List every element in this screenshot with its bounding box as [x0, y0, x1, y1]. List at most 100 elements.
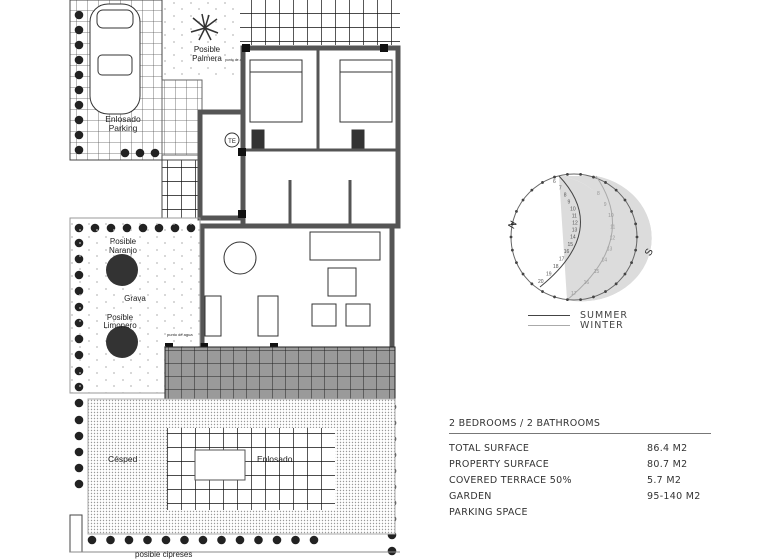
- sun-chart-dot: [579, 172, 582, 176]
- sun-chart-dot: [530, 188, 534, 192]
- sun-chart-dot: [521, 198, 525, 202]
- tree-icon: [74, 10, 84, 20]
- svg-text:N: N: [507, 219, 520, 231]
- orange-tree-icon: [106, 254, 138, 286]
- tree-icon: [106, 535, 115, 545]
- tree-icon: [74, 479, 84, 489]
- sun-chart-dot: [541, 290, 544, 293]
- svg-text:Posible: Posible: [110, 237, 137, 246]
- tree-icon: [74, 415, 84, 425]
- sun-hour-label: 10: [570, 206, 576, 212]
- summary-row: PROPERTY SURFACE 80.7 M2: [449, 456, 711, 472]
- tree-icon: [291, 535, 300, 545]
- sun-chart-dot: [592, 295, 595, 299]
- parking-label: Enlosado: [105, 114, 141, 124]
- sun-hour-label: 8: [597, 191, 600, 197]
- sun-chart-dot: [541, 181, 544, 184]
- summary-value: 86.4 M2: [647, 442, 688, 454]
- summary-row: PARKING SPACE: [449, 504, 711, 520]
- sun-hour-label: 17: [571, 291, 577, 297]
- tree-icon: [74, 431, 84, 441]
- house: [197, 45, 401, 353]
- sun-chart-dot: [614, 282, 618, 286]
- sun-chart-dot: [521, 272, 525, 276]
- sun-hour-label: 12: [610, 235, 616, 241]
- sun-hour-label: 10: [608, 213, 614, 219]
- sun-chart-dot: [630, 261, 633, 265]
- tree-icon: [143, 535, 152, 545]
- summary-value: 5.7 M2: [647, 474, 682, 486]
- sun-hour-label: 17: [559, 257, 565, 263]
- svg-text:punto de agua: punto de agua: [167, 332, 193, 337]
- sun-hour-label: 8: [564, 193, 567, 199]
- tree-icon: [74, 130, 84, 140]
- legend-summer: SUMMER: [580, 309, 628, 321]
- svg-text:Parking: Parking: [109, 123, 138, 133]
- tree-icon: [74, 25, 84, 35]
- summary-row: COVERED TERRACE 50% 5.7 M2: [449, 472, 711, 488]
- sun-chart-dot: [510, 248, 514, 252]
- summer-path: [539, 175, 581, 288]
- tree-icon: [235, 535, 245, 545]
- sun-path-chart: 6789101112131415161718192089101112131415…: [507, 172, 656, 302]
- sun-chart-legend: SUMMER WINTER: [528, 309, 628, 331]
- tree-icon: [150, 148, 160, 158]
- svg-text:posible cipreses: posible cipreses: [135, 550, 192, 559]
- tree-icon: [74, 145, 84, 155]
- car: [89, 3, 141, 115]
- sun-chart-dot: [604, 290, 607, 293]
- tree-icon: [135, 148, 145, 158]
- svg-text:Limonero: Limonero: [103, 321, 137, 330]
- sun-chart-dot: [630, 209, 633, 213]
- sun-hour-label: 16: [584, 280, 590, 286]
- sun-chart-dot: [530, 282, 534, 286]
- palm-area: Posible Palmera punto de agua: [162, 0, 247, 80]
- sun-hour-label: 13: [572, 228, 578, 234]
- tree-icon: [309, 535, 319, 545]
- svg-text:Palmera: Palmera: [192, 54, 222, 63]
- tree-icon: [74, 40, 84, 50]
- sun-chart-dot: [509, 235, 513, 239]
- sun-chart-dot: [566, 172, 569, 176]
- sun-hour-label: 18: [553, 264, 559, 270]
- lemon-tree-icon: [106, 326, 138, 358]
- sun-chart-dot: [515, 261, 518, 265]
- sun-hour-label: 12: [572, 220, 578, 226]
- sun-chart-dot: [592, 175, 595, 179]
- summary-row: TOTAL SURFACE 86.4 M2: [449, 440, 711, 456]
- tree-icon: [217, 535, 226, 545]
- tree-icon: [254, 535, 263, 545]
- summary-label: COVERED TERRACE 50%: [449, 474, 572, 486]
- tree-icon: [74, 398, 84, 408]
- sun-chart-dot: [515, 209, 518, 213]
- sun-chart-dot: [604, 181, 607, 184]
- winter-path: [566, 175, 614, 301]
- tree-icon: [74, 463, 84, 473]
- summary-value: 95-140 M2: [647, 490, 701, 502]
- tree-icon: [124, 535, 134, 545]
- summary-label: TOTAL SURFACE: [449, 442, 530, 454]
- beds: [249, 59, 393, 149]
- tree-icon: [74, 85, 84, 95]
- summary-label: PROPERTY SURFACE: [449, 458, 550, 470]
- summary-value: 80.7 M2: [647, 458, 688, 470]
- tree-icon: [74, 100, 84, 110]
- sun-chart-dot: [553, 295, 556, 299]
- sun-hour-label: 16: [564, 249, 570, 255]
- sun-chart-dot: [635, 235, 639, 239]
- sun-hour-label: 15: [567, 242, 573, 248]
- sun-chart-dot: [623, 198, 627, 202]
- tree-icon: [74, 447, 84, 457]
- sun-hour-label: 15: [594, 269, 600, 275]
- svg-text:Naranjo: Naranjo: [109, 246, 138, 255]
- sun-hour-label: 7: [559, 186, 562, 192]
- sun-hour-label: 14: [601, 258, 607, 264]
- sun-hour-label: 14: [570, 235, 576, 241]
- tree-icon: [74, 55, 84, 65]
- summary-header: 2 BEDROOMS / 2 BATHROOMS: [449, 418, 711, 434]
- tree-icon: [180, 535, 189, 545]
- legend-winter: WINTER: [580, 319, 624, 331]
- sun-chart-dot: [510, 222, 514, 226]
